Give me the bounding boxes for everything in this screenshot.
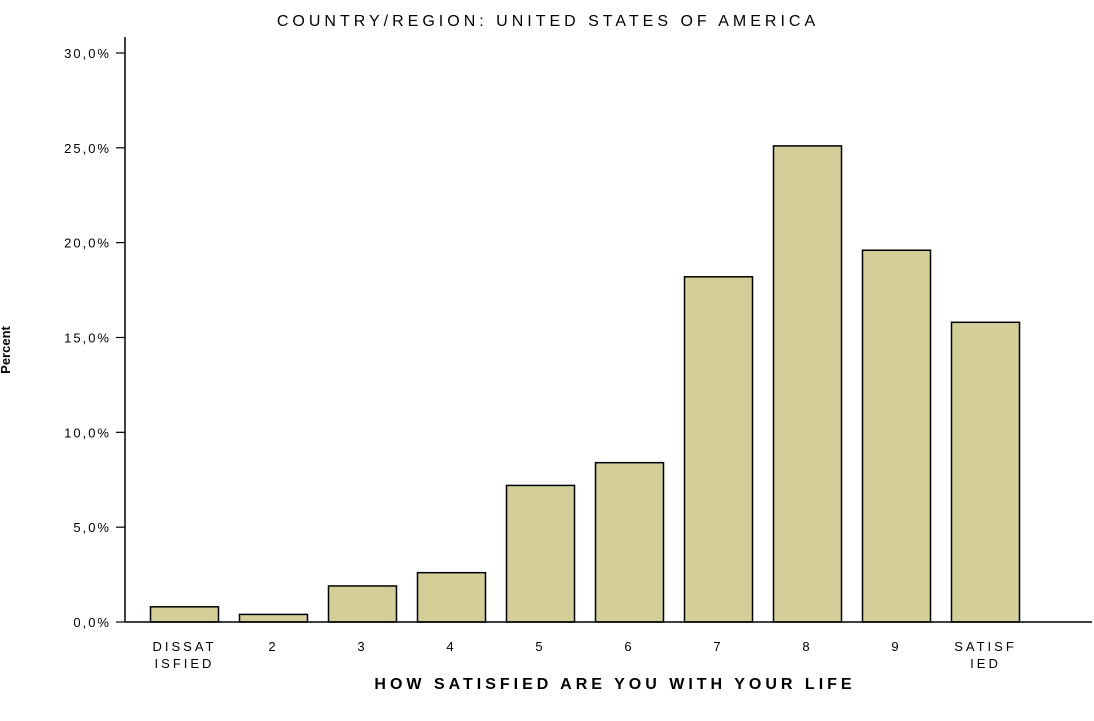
bar [416,571,487,623]
x-tick-label: 7 [713,639,723,654]
x-tick-label: 8 [802,639,812,654]
bar [149,606,220,623]
bar [505,484,576,623]
y-tick-label: 30,0% [64,46,111,61]
y-tick-label: 5,0% [73,520,111,535]
bar [861,249,932,623]
x-tick-label: 5 [535,639,545,654]
x-tick-label: 9 [891,639,901,654]
bars [149,145,1021,623]
bar [683,276,754,623]
bar [327,585,398,623]
x-tick-label: 3 [357,639,367,654]
y-tick-label: 15,0% [64,330,111,345]
y-axis: 0,0% 5,0% 10,0% 15,0% 20,0% 25,0% 30,0% [64,37,126,630]
bar [950,321,1021,623]
y-tick-label: 10,0% [64,425,111,440]
y-tick-label: 0,0% [73,615,111,630]
x-tick-label: 4 [446,639,456,654]
bar [238,613,309,623]
bar [594,461,665,623]
chart-title: COUNTRY/REGION: UNITED STATES OF AMERICA [277,13,819,30]
x-tick-label: 6 [624,639,634,654]
y-tick-label: 25,0% [64,141,111,156]
x-axis-label: HOW SATISFIED ARE YOU WITH YOUR LIFE [374,676,855,693]
y-tick-label: 20,0% [64,236,111,251]
bar [772,145,843,623]
x-tick-label: 2 [268,639,278,654]
y-axis-label: Percent [0,325,13,373]
